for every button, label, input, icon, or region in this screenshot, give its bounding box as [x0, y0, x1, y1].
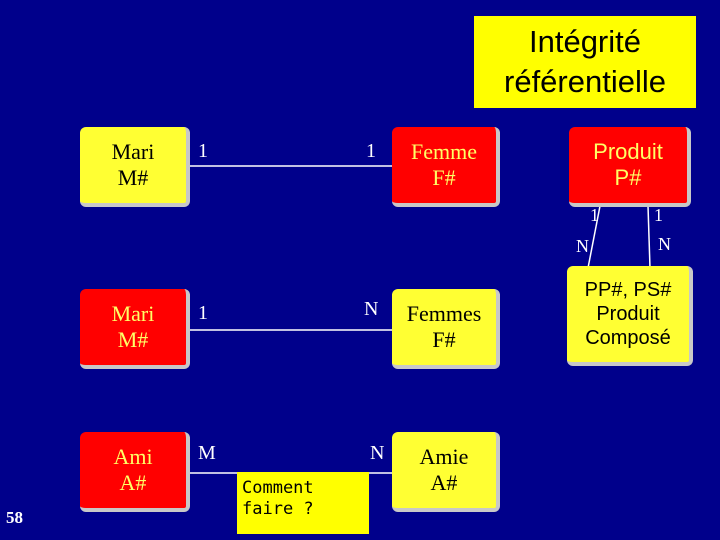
- entity-name: Femmes: [406, 300, 482, 326]
- entity-mari-2: Mari M#: [80, 289, 190, 369]
- entity-produit: Produit P#: [569, 127, 691, 207]
- entity-key: A#: [430, 470, 458, 495]
- question-line-1: Comment: [242, 478, 314, 498]
- cardinality-left: 1: [198, 302, 208, 324]
- cardinality-left: M: [198, 442, 216, 464]
- connector-product-left: [587, 205, 601, 269]
- entity-name: Femme: [411, 138, 477, 164]
- entity-keys: PP#, PS#: [584, 279, 672, 301]
- slide-title: Intégrité référentielle: [474, 16, 696, 108]
- entity-produit-compose: PP#, PS# Produit Composé: [567, 266, 693, 366]
- entity-key: A#: [119, 470, 147, 495]
- entity-name: Ami: [113, 443, 153, 469]
- question-note: Comment faire ?: [237, 472, 369, 534]
- entity-name: Produit: [593, 138, 663, 164]
- entity-femmes: Femmes F#: [392, 289, 500, 369]
- entity-name-line-2: Composé: [585, 327, 671, 349]
- cardinality-right: N: [364, 298, 379, 320]
- entity-key: F#: [432, 165, 456, 190]
- cardinality-left: 1: [198, 140, 208, 162]
- cardinality-top-right: 1: [654, 205, 663, 225]
- entity-name: Mari: [111, 300, 155, 326]
- entity-key: F#: [432, 327, 456, 352]
- entity-key: M#: [117, 165, 149, 190]
- entity-mari-1: Mari M#: [80, 127, 190, 207]
- title-line-2: référentielle: [504, 64, 666, 99]
- entity-amie: Amie A#: [392, 432, 500, 512]
- question-line-2: faire ?: [242, 499, 314, 520]
- cardinality-right: 1: [366, 140, 376, 162]
- entity-femme: Femme F#: [392, 127, 500, 207]
- title-line-1: Intégrité: [528, 23, 641, 59]
- slide-number: 58: [6, 508, 23, 527]
- entity-key: P#: [614, 165, 642, 190]
- entity-name: Amie: [419, 443, 469, 469]
- cardinality-top-left: 1: [590, 205, 599, 225]
- entity-name-line-1: Produit: [596, 303, 660, 325]
- cardinality-right: N: [370, 442, 385, 464]
- cardinality-bottom-left: N: [576, 236, 589, 256]
- entity-ami: Ami A#: [80, 432, 190, 512]
- connector-product-right: [647, 205, 651, 269]
- entity-key: M#: [117, 327, 149, 352]
- cardinality-bottom-right: N: [658, 234, 671, 254]
- entity-name: Mari: [111, 138, 155, 164]
